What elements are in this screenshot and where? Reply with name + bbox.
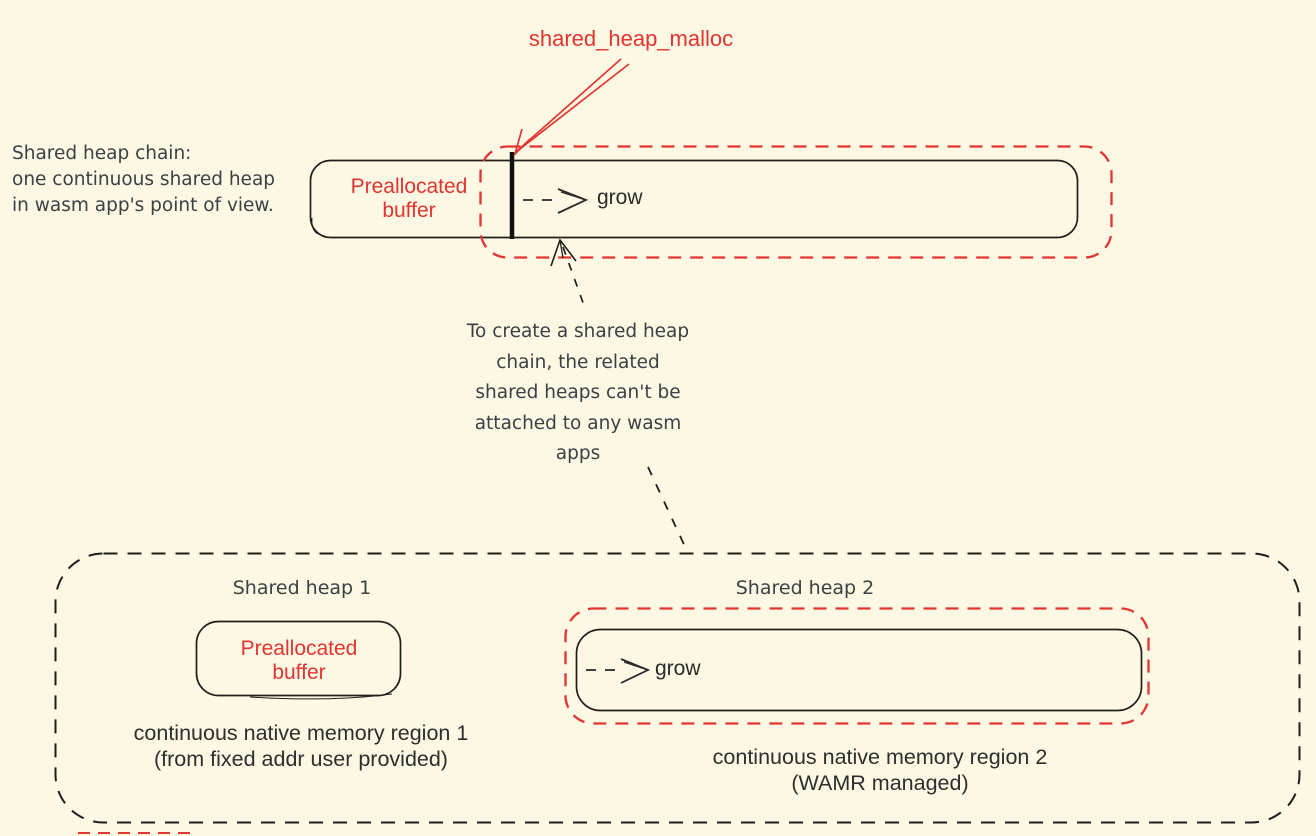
chain-note-line-2: chain, the related (496, 351, 660, 373)
note-leader-upper (562, 246, 587, 312)
heap1-box (195, 620, 402, 697)
heap2-dashed-border (564, 607, 1150, 725)
heap2-caption: continuous native memory region 2 (WAMR … (697, 744, 1063, 796)
chain-caption-line-3: in wasm app's point of view. (12, 194, 274, 216)
heap2-title: Shared heap 2 (735, 577, 875, 599)
chain-caption: Shared heap chain: one continuous shared… (12, 141, 275, 218)
heap2-box (575, 628, 1143, 712)
heap1-caption: continuous native memory region 1 (from … (118, 720, 484, 772)
chain-note-line-5: apps (555, 443, 601, 464)
heap1-buffer-label-line-1: Preallocated (240, 637, 358, 660)
top-buffer-label-line-2: buffer (382, 199, 436, 222)
heap1-caption-line-1: continuous native memory region 1 (133, 721, 469, 745)
top-grow-label: grow (597, 186, 643, 209)
grow-arrowhead-doubled-stroke (560, 191, 584, 200)
growable-region-dashed-border (479, 145, 1113, 259)
note-leader-lower (647, 466, 688, 552)
heap1-title: Shared heap 1 (232, 577, 372, 599)
malloc-label: shared_heap_malloc (528, 26, 734, 51)
chain-note: To create a shared heap chain, the relat… (437, 317, 719, 470)
shared-heap-bar-box (309, 159, 1079, 239)
heap1-box-sketch-line (249, 693, 393, 700)
malloc-arrowhead (513, 128, 531, 157)
chain-note-line-4: attached to any wasm (474, 412, 682, 434)
heap1-buffer-label: Preallocated buffer (199, 637, 399, 685)
note-arrowhead-inner-stroke (559, 239, 564, 259)
shared-heap-bar-sketch-line (311, 217, 319, 235)
malloc-arrow-line-1 (516, 58, 622, 152)
heap2-grow-arrowhead-doubled-stroke (623, 661, 646, 670)
top-buffer-label-line-1: Preallocated (350, 175, 468, 198)
heap2-caption-line-2: (WAMR managed) (791, 771, 969, 795)
heap1-caption-line-2: (from fixed addr user provided) (154, 747, 448, 771)
heap2-caption-line-1: continuous native memory region 2 (712, 745, 1048, 769)
heap2-grow-arrowhead (620, 658, 651, 684)
grow-arrowhead (557, 188, 589, 214)
chain-caption-line-2: one continuous shared heap (12, 168, 276, 190)
heap-group-dashed-border (54, 552, 1301, 824)
malloc-arrow-line-2 (519, 63, 630, 150)
top-buffer-label: Preallocated buffer (320, 175, 498, 223)
heap2-grow-label: grow (655, 657, 701, 680)
chain-caption-line-1: Shared heap chain: (12, 143, 192, 164)
heap1-buffer-label-line-2: buffer (272, 661, 326, 684)
chain-note-line-3: shared heaps can't be (475, 382, 681, 403)
chain-note-line-1: To create a shared heap (466, 321, 690, 342)
note-arrowhead (550, 238, 577, 267)
